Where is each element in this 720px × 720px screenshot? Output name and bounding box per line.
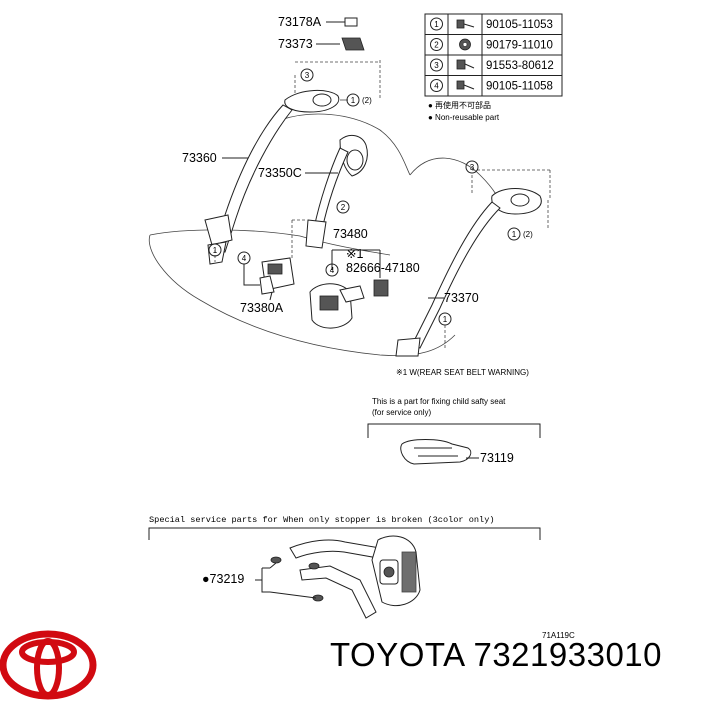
callout-2b: 2: [341, 203, 346, 212]
callout-2c: (2): [523, 230, 533, 239]
label-82666: 82666-47180: [346, 261, 420, 275]
warning-switch-82666-47180: [373, 279, 389, 297]
callout-4b: 4: [330, 266, 335, 275]
brand-part-number: TOYOTA 7321933010: [330, 636, 663, 673]
legend-num-3: 3: [434, 61, 439, 70]
legend-num-4: 4: [434, 82, 439, 91]
toyota-logo-icon: [0, 630, 97, 700]
reusable-note: ● 再使用不可部品: [428, 100, 491, 110]
anchor-cover-73178A: [344, 17, 358, 27]
callout-1b: 1: [213, 246, 218, 255]
legend-num-1: 1: [434, 20, 439, 29]
label-note1: ※1: [346, 247, 363, 261]
legend-num-2: 2: [434, 41, 439, 50]
callout-2a: (2): [362, 96, 372, 105]
label-73360: 73360: [182, 151, 217, 165]
screw-icon: [456, 59, 475, 70]
child-seat-note-2: (for service only): [372, 408, 431, 417]
callout-3: 3: [305, 71, 310, 80]
right-belt-guide: [491, 188, 542, 215]
left-seat-belt-73360: [204, 104, 293, 265]
legend-table: 1 90105-11053 2 90179-11010 3 91553-8061…: [424, 13, 563, 97]
callout-3b: 3: [470, 163, 475, 172]
callout-1d: 1: [443, 315, 448, 324]
belt-stopper-assembly: [289, 535, 421, 619]
label-73119: 73119: [480, 451, 514, 465]
warning-note: ※1 W(REAR SEAT BELT WARNING): [396, 368, 529, 377]
callout-1a: 1: [351, 96, 356, 105]
label-73370: 73370: [444, 291, 479, 305]
nonreusable-note: ● Non-reusable part: [428, 113, 500, 122]
legend-part-3: 91553-80612: [486, 60, 554, 72]
label-73178A: 73178A: [278, 15, 322, 29]
label-73380A: 73380A: [240, 301, 284, 315]
buckle-73480: [309, 283, 365, 329]
child-seat-cover-73119: [400, 439, 472, 465]
nut-icon: [459, 38, 471, 51]
special-note: Special service parts for When only stop…: [149, 515, 495, 525]
callout-4a: 4: [242, 254, 247, 263]
bolt-washer-icon: [456, 80, 475, 90]
legend-part-4: 90105-11058: [486, 81, 553, 93]
right-seat-belt-73370: [395, 201, 501, 357]
child-seat-note-1: This is a part for fixing child safty se…: [372, 397, 506, 406]
anchor-plate-73373: [341, 37, 365, 51]
label-73373: 73373: [278, 37, 313, 51]
left-belt-guide: [284, 90, 340, 113]
legend-part-2: 90179-11010: [486, 40, 553, 52]
label-73480: 73480: [333, 227, 368, 241]
diagram-code: 71A119C: [542, 631, 575, 640]
label-73350C: 73350C: [258, 166, 302, 180]
callout-1c: 1: [512, 230, 517, 239]
buckle-73380A: [259, 257, 295, 295]
center-seat-belt-73350C: [305, 134, 368, 249]
legend-part-1: 90105-11053: [486, 19, 553, 31]
bolt-icon: [456, 19, 475, 29]
stopper-button-73219: [270, 556, 324, 602]
label-73219: ●73219: [202, 572, 244, 586]
